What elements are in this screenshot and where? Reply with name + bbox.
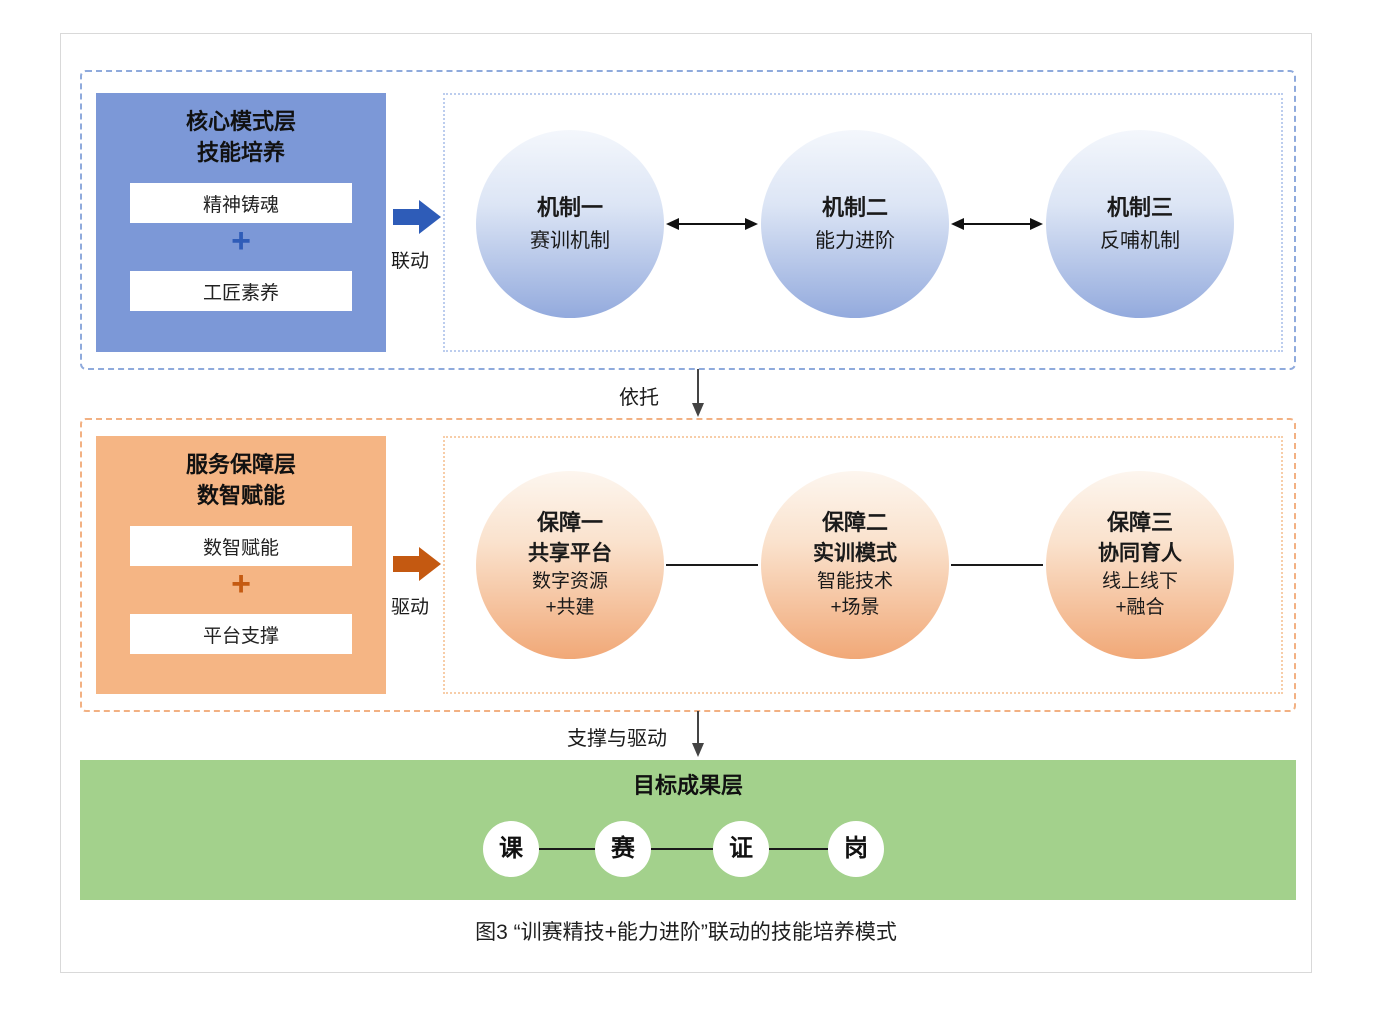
mechanism-circle-3: 机制三 反哺机制 (1046, 130, 1234, 318)
support-drive-label: 支撑与驱动 (567, 728, 667, 750)
core-mechanisms-border (443, 93, 1283, 352)
double-arrow-icon (666, 215, 758, 233)
core-layer-title-line1: 核心模式层 (185, 109, 296, 134)
guarantee-2-line3: 智能技术 (816, 570, 893, 592)
mechanism-2-subtitle: 能力进阶 (815, 229, 895, 252)
connector-line (769, 848, 828, 850)
core-box-spirit: 精神铸魂 (130, 183, 352, 223)
service-layer-title-line1: 服务保障层 (185, 452, 296, 477)
down-arrow-icon (689, 369, 707, 417)
core-box-craftsman: 工匠素养 (130, 271, 352, 311)
service-layer-title-line2: 数智赋能 (196, 482, 285, 508)
core-layer-group-border (80, 70, 1296, 370)
guarantee-1-line4: +共建 (545, 597, 595, 619)
guarantee-3-line4: +融合 (1115, 597, 1165, 619)
goal-node-certificate: 证 (713, 821, 769, 877)
guarantee-1-title: 保障一 (536, 509, 603, 535)
connector-line (666, 564, 758, 566)
guarantee-circle-1: 保障一 共享平台 数字资源 +共建 (476, 471, 664, 659)
guarantee-3-title: 保障三 (1106, 509, 1173, 535)
core-layer-panel: 核心模式层 技能培养 精神铸魂 + 工匠素养 (96, 93, 386, 352)
guarantee-1-line3: 数字资源 (531, 570, 608, 592)
mechanism-3-title: 机制三 (1106, 195, 1173, 221)
service-layer-group-border (80, 418, 1296, 712)
double-arrow-icon (951, 215, 1043, 233)
connector-line (951, 564, 1043, 566)
guarantee-1-subtitle: 共享平台 (528, 542, 612, 566)
service-guarantees-border (443, 436, 1283, 694)
mechanism-3-subtitle: 反哺机制 (1100, 229, 1180, 252)
goal-node-course: 课 (483, 821, 539, 877)
guarantee-2-title: 保障二 (821, 509, 888, 535)
goal-layer-panel: 目标成果层 (80, 760, 1296, 900)
service-box-platform: 平台支撑 (130, 614, 352, 654)
core-layer-panel-title: 核心模式层 技能培养 (96, 107, 386, 169)
mechanism-2-title: 机制二 (821, 195, 888, 221)
rely-on-label: 依托 (619, 387, 659, 409)
goal-layer-title: 目标成果层 (632, 773, 743, 798)
guarantee-3-line3: 线上线下 (1101, 570, 1178, 592)
mechanism-circle-2: 机制二 能力进阶 (761, 130, 949, 318)
connector-line (539, 848, 595, 850)
service-layer-panel-title: 服务保障层 数智赋能 (96, 450, 386, 512)
service-box-digital: 数智赋能 (130, 526, 352, 566)
mechanism-circle-1: 机制一 赛训机制 (476, 130, 664, 318)
mechanism-1-subtitle: 赛训机制 (530, 229, 610, 252)
drive-arrow-label: 驱动 (390, 597, 429, 618)
mechanism-1-title: 机制一 (536, 195, 603, 221)
linkage-arrow-label: 联动 (390, 251, 429, 272)
drive-right-arrow-icon (393, 545, 443, 583)
linkage-right-arrow-icon (393, 198, 443, 236)
plus-icon: + (231, 565, 251, 603)
guarantee-3-subtitle: 协同育人 (1098, 542, 1182, 566)
service-layer-panel: 服务保障层 数智赋能 数智赋能 + 平台支撑 (96, 436, 386, 694)
connector-line (651, 848, 713, 850)
plus-icon: + (231, 222, 251, 260)
goal-node-post: 岗 (828, 821, 884, 877)
figure-caption: 图3 “训赛精技+能力进阶”联动的技能培养模式 (475, 921, 897, 944)
guarantee-circle-3: 保障三 协同育人 线上线下 +融合 (1046, 471, 1234, 659)
goal-node-competition: 赛 (595, 821, 651, 877)
guarantee-2-line4: +场景 (830, 597, 880, 619)
guarantee-circle-2: 保障二 实训模式 智能技术 +场景 (761, 471, 949, 659)
guarantee-2-subtitle: 实训模式 (813, 542, 897, 566)
down-arrow-icon (689, 711, 707, 759)
core-layer-title-line2: 技能培养 (196, 139, 285, 165)
